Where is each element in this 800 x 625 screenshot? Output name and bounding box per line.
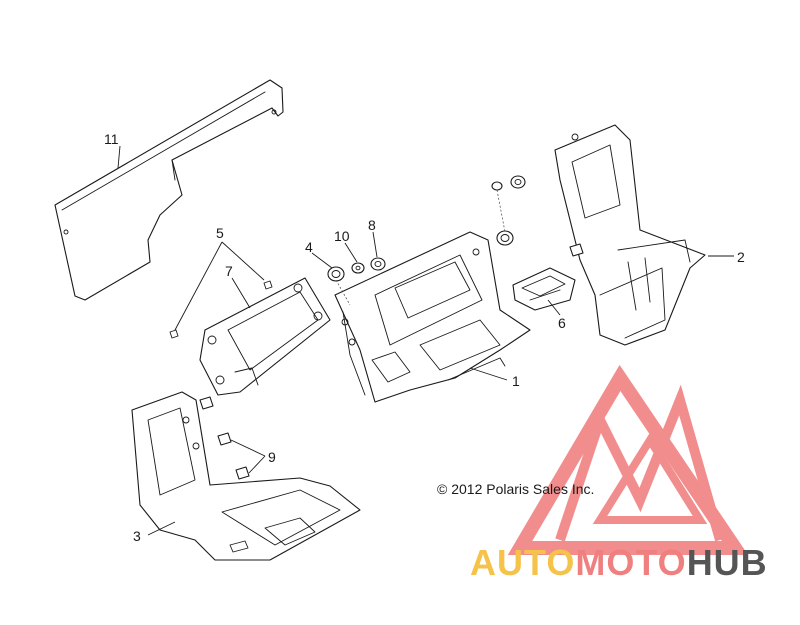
watermark-wordmark: AUTOMOTOHUB (470, 542, 768, 583)
part-6-pad (512, 267, 576, 311)
part-11-side-panel (54, 79, 284, 301)
part-5-fasteners (169, 280, 273, 339)
watermark-logo (507, 364, 749, 555)
part-8-nut (370, 257, 386, 271)
callout-5: 5 (216, 225, 224, 241)
leader-lines (117, 145, 734, 536)
part-9-fasteners (199, 243, 584, 480)
part-3-floor-bracket (131, 391, 361, 561)
part-2-storage-bin (554, 124, 706, 346)
callout-8: 8 (368, 217, 376, 233)
callout-7: 7 (225, 263, 233, 279)
callout-labels: 11 5 7 4 10 8 6 1 2 9 3 (104, 131, 745, 544)
watermark-triangle-outer (507, 364, 749, 555)
watermark-triangle-inner (592, 432, 708, 524)
part-10-washer (351, 262, 365, 274)
watermark-word-hub: HUB (687, 542, 768, 583)
callout-6: 6 (558, 315, 566, 331)
part-4-grommet (327, 266, 345, 282)
watermark-word-moto: MOTO (575, 542, 686, 583)
copyright-notice: © 2012 Polaris Sales Inc. (437, 481, 594, 497)
callout-1: 1 (512, 373, 520, 389)
callout-9: 9 (268, 449, 276, 465)
hardware-stack (327, 175, 526, 306)
callout-3: 3 (133, 528, 141, 544)
callout-10: 10 (334, 228, 350, 244)
callout-4: 4 (305, 239, 313, 255)
watermark-word-auto: AUTO (470, 542, 575, 583)
part-7-cover-plate (199, 277, 331, 396)
callout-2: 2 (737, 249, 745, 265)
watermark-m-stroke (555, 384, 725, 542)
part-1-center-console (334, 231, 531, 403)
callout-11: 11 (104, 131, 119, 147)
